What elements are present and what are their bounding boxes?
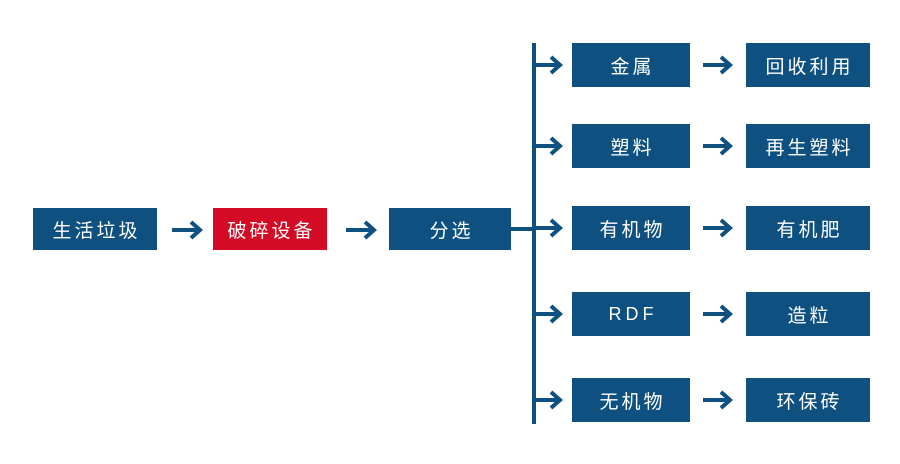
arrow-right-icon-product-3 — [702, 217, 736, 239]
arrow-right-icon-product-5 — [702, 389, 736, 411]
arrow-right-icon-branch-1 — [534, 54, 566, 76]
node-organic-fertilizer[interactable]: 有机肥 — [746, 206, 870, 250]
arrow-right-icon-branch-3 — [534, 217, 566, 239]
node-metal[interactable]: 金属 — [572, 43, 690, 87]
node-plastic[interactable]: 塑料 — [572, 124, 690, 168]
arrow-right-icon-branch-5 — [534, 389, 566, 411]
node-organic-matter[interactable]: 有机物 — [572, 206, 690, 250]
node-granulation[interactable]: 造粒 — [746, 292, 870, 336]
node-eco-brick[interactable]: 环保砖 — [746, 378, 870, 422]
node-household-waste[interactable]: 生活垃圾 — [33, 208, 157, 250]
node-recycling-reuse[interactable]: 回收利用 — [746, 43, 870, 87]
arrow-right-icon-branch-2 — [534, 135, 566, 157]
bus-feed-stub — [511, 227, 534, 231]
arrow-right-icon-product-2 — [702, 135, 736, 157]
node-inorganic-matter[interactable]: 无机物 — [572, 378, 690, 422]
arrow-right-icon-chain-1 — [170, 219, 206, 241]
node-crushing-equipment[interactable]: 破碎设备 — [213, 208, 327, 250]
vertical-bus-line — [532, 43, 536, 424]
arrow-right-icon-product-1 — [702, 54, 736, 76]
node-regenerated-plastic[interactable]: 再生塑料 — [746, 124, 870, 168]
arrow-right-icon-product-4 — [702, 303, 736, 325]
arrow-right-icon-branch-4 — [534, 303, 566, 325]
node-sorting[interactable]: 分选 — [389, 208, 511, 250]
arrow-right-icon-chain-2 — [344, 219, 380, 241]
node-rdf[interactable]: RDF — [572, 292, 690, 336]
